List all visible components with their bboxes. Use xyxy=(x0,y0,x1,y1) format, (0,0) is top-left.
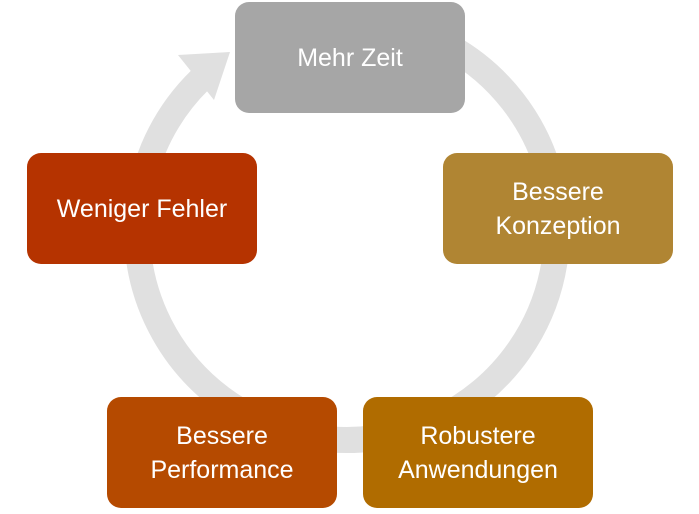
node-label: Robustere Anwendungen xyxy=(398,421,558,484)
cycle-node-robustere-anwendungen: Robustere Anwendungen xyxy=(363,397,593,508)
cycle-node-bessere-performance: Bessere Performance xyxy=(107,397,337,508)
node-label: Mehr Zeit xyxy=(297,43,403,72)
cycle-node-weniger-fehler: Weniger Fehler xyxy=(27,153,257,264)
cycle-node-bessere-konzeption: Bessere Konzeption xyxy=(443,153,673,264)
node-label: Weniger Fehler xyxy=(56,194,228,223)
cycle-node-mehr-zeit: Mehr Zeit xyxy=(235,2,465,113)
cycle-arrowhead-icon xyxy=(178,52,230,100)
node-label: Bessere Performance xyxy=(150,421,294,484)
node-label: Bessere Konzeption xyxy=(495,177,621,240)
